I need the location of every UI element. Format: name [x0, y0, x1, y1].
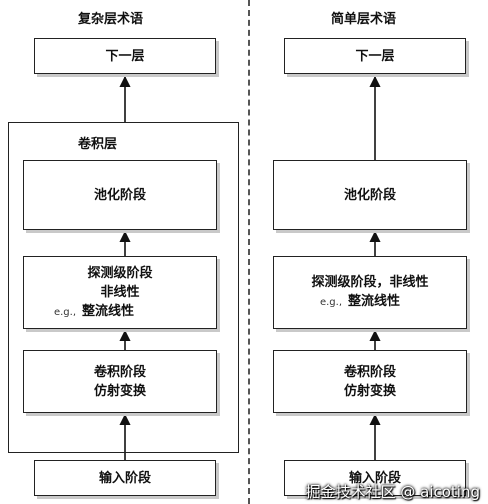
input-box-complex: 输入阶段: [34, 460, 216, 496]
pooling-label-complex: 池化阶段: [93, 187, 146, 203]
next-layer-label-complex: 下一层: [105, 48, 145, 64]
pooling-box-complex: 池化阶段: [23, 160, 217, 230]
detector-box-simple: 探测级阶段，非线性 e.g., 整流线性: [273, 256, 467, 329]
conv-line2-complex: 仿射变换: [93, 383, 146, 399]
detector-box-complex: 探测级阶段 非线性 e.g., 整流线性: [23, 256, 217, 329]
next-layer-box-complex: 下一层: [34, 38, 216, 74]
conv-line2-simple: 仿射变换: [343, 383, 396, 399]
detector-eg-row-complex: e.g., 整流线性: [54, 302, 134, 322]
complex-title: 复杂层术语: [78, 12, 144, 27]
conv-layer-group: [8, 122, 239, 453]
conv-layer-label: 卷积层: [78, 137, 118, 152]
detector-line1-complex: 探测级阶段: [87, 265, 153, 281]
input-label-simple: 输入阶段: [348, 470, 401, 486]
next-layer-label-simple: 下一层: [355, 48, 395, 64]
conv-box-simple: 卷积阶段 仿射变换: [273, 350, 467, 413]
detector-line2-simple: 整流线性: [348, 294, 401, 309]
conv-box-complex: 卷积阶段 仿射变换: [23, 350, 217, 413]
next-layer-box-simple: 下一层: [284, 38, 466, 74]
detector-line3-complex: 整流线性: [82, 303, 135, 319]
panel-divider: [248, 0, 250, 504]
pooling-box-simple: 池化阶段: [273, 160, 467, 230]
detector-line1-simple: 探测级阶段，非线性: [311, 275, 429, 290]
input-label-complex: 输入阶段: [98, 470, 151, 486]
conv-line1-simple: 卷积阶段: [343, 364, 396, 380]
detector-eg-simple: e.g.,: [319, 297, 343, 308]
detector-eg-complex: e.g.,: [53, 306, 77, 318]
detector-line2-complex: 非线性: [100, 284, 140, 300]
pooling-label-simple: 池化阶段: [343, 187, 396, 203]
input-box-simple: 输入阶段: [284, 460, 466, 496]
detector-eg-row-simple: e.g., 整流线性: [320, 292, 400, 312]
conv-line1-complex: 卷积阶段: [93, 364, 146, 380]
watermark: 掘金技术社区 @ aicoting: [305, 483, 480, 501]
simple-title: 简单层术语: [331, 12, 397, 27]
